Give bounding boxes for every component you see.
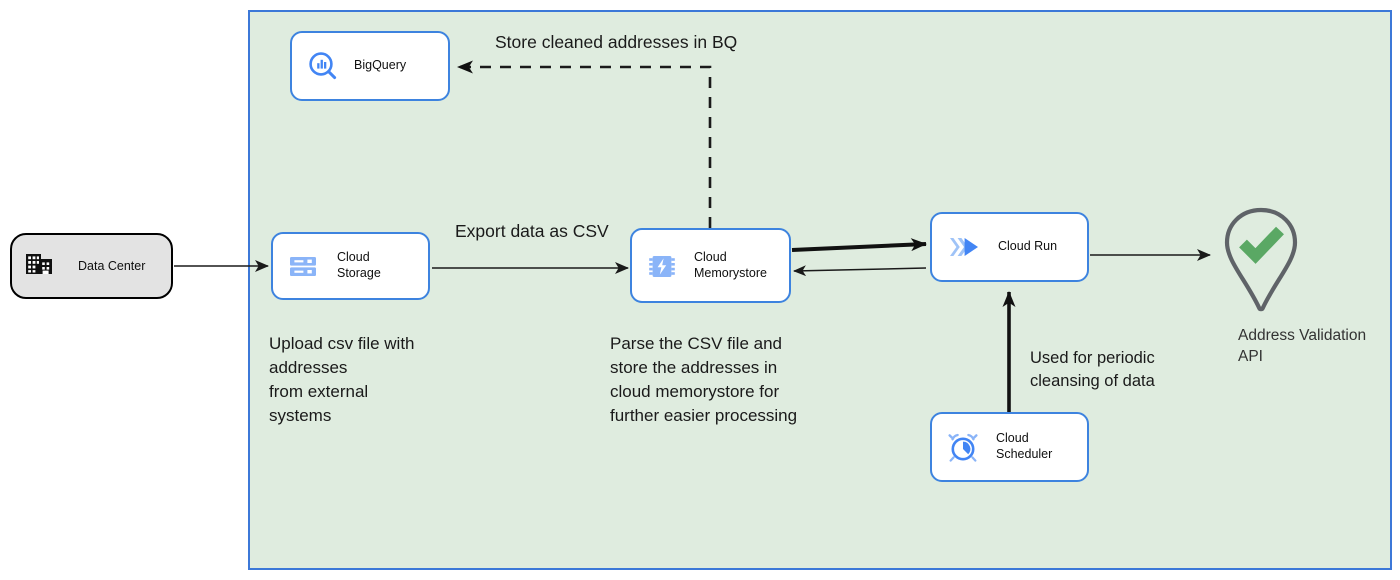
node-cloud-scheduler[interactable]: Cloud Scheduler (930, 412, 1089, 482)
note-upload-csv: Upload csv file with addresses from exte… (269, 334, 415, 425)
node-bigquery[interactable]: BigQuery (290, 31, 450, 101)
edge-label-store-cleaned: Store cleaned addresses in BQ (495, 32, 738, 52)
cloud-boundary-container (248, 10, 1392, 570)
node-cloud-storage[interactable]: Cloud Storage (271, 232, 430, 300)
node-address-validation-api-label: Address Validation API (1238, 327, 1367, 365)
node-cloud-memorystore-label: Cloud Memorystore (694, 249, 767, 280)
edge-label-periodic-cleansing: Used for periodic cleansing of data (1030, 349, 1155, 391)
cloud-run-icon (946, 231, 982, 263)
node-cloud-run[interactable]: Cloud Run (930, 212, 1089, 282)
cloud-memorystore-icon (646, 250, 678, 282)
cloud-storage-icon (287, 250, 319, 282)
node-data-center[interactable]: Data Center (10, 233, 173, 299)
map-pin-check-icon (1224, 207, 1298, 312)
node-data-center-label: Data Center (78, 259, 146, 273)
node-cloud-run-label: Cloud Run (998, 239, 1058, 254)
node-bigquery-label: BigQuery (354, 58, 407, 73)
edge-label-export-csv: Export data as CSV (455, 221, 609, 241)
note-parse-csv: Parse the CSV file and store the address… (610, 334, 798, 425)
node-cloud-scheduler-label: Cloud Scheduler (996, 431, 1053, 461)
cloud-scheduler-icon (946, 430, 980, 464)
node-cloud-memorystore[interactable]: Cloud Memorystore (630, 228, 791, 303)
data-center-icon (24, 249, 58, 283)
node-address-validation-api[interactable] (1220, 206, 1302, 314)
node-cloud-storage-label: Cloud Storage (337, 250, 381, 280)
bigquery-icon (306, 49, 340, 83)
